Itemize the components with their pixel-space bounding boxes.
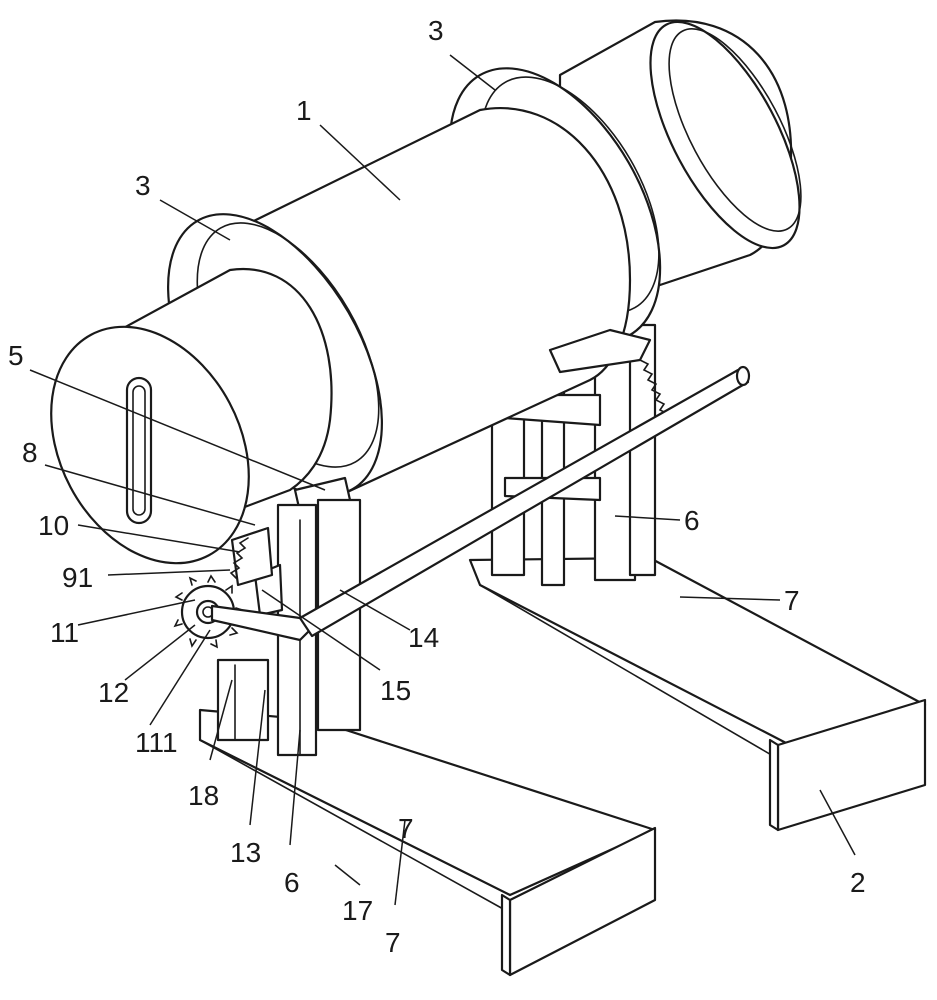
label-11: 11 [50,617,79,648]
reference-labels: 1 3 3 5 8 10 91 11 12 111 18 13 6 17 7 1… [8,15,866,958]
label-17: 17 [342,895,373,926]
label-7-rear: 7 [784,585,800,616]
label-8: 8 [22,437,38,468]
front-base-frame [173,365,751,977]
label-3-front: 3 [135,170,151,201]
label-6-rear: 6 [684,505,700,536]
label-2: 2 [850,867,866,898]
leader-lines [29,54,856,906]
label-5: 5 [8,340,24,371]
label-111: 111 [135,727,178,758]
label-14: 14 [408,622,439,653]
label-13: 13 [230,837,261,868]
crank-arm [210,604,314,642]
front-rack-gear [229,537,249,579]
label-7-front: 7 [385,927,401,958]
drum-assembly [50,19,802,565]
viewing-slot [125,376,153,525]
label-18: 18 [188,780,219,811]
label-10: 10 [38,510,69,541]
label-6-front: 6 [284,867,300,898]
label-1: 1 [296,95,312,126]
rear-rack-gear [639,359,669,415]
label-15: 15 [380,675,411,706]
rear-base-frame [468,323,927,832]
label-7-mid: 7 [398,813,414,844]
label-3-rear: 3 [428,15,444,46]
label-12: 12 [98,677,129,708]
label-91: 91 [62,562,93,593]
motor-bracket [230,526,274,587]
